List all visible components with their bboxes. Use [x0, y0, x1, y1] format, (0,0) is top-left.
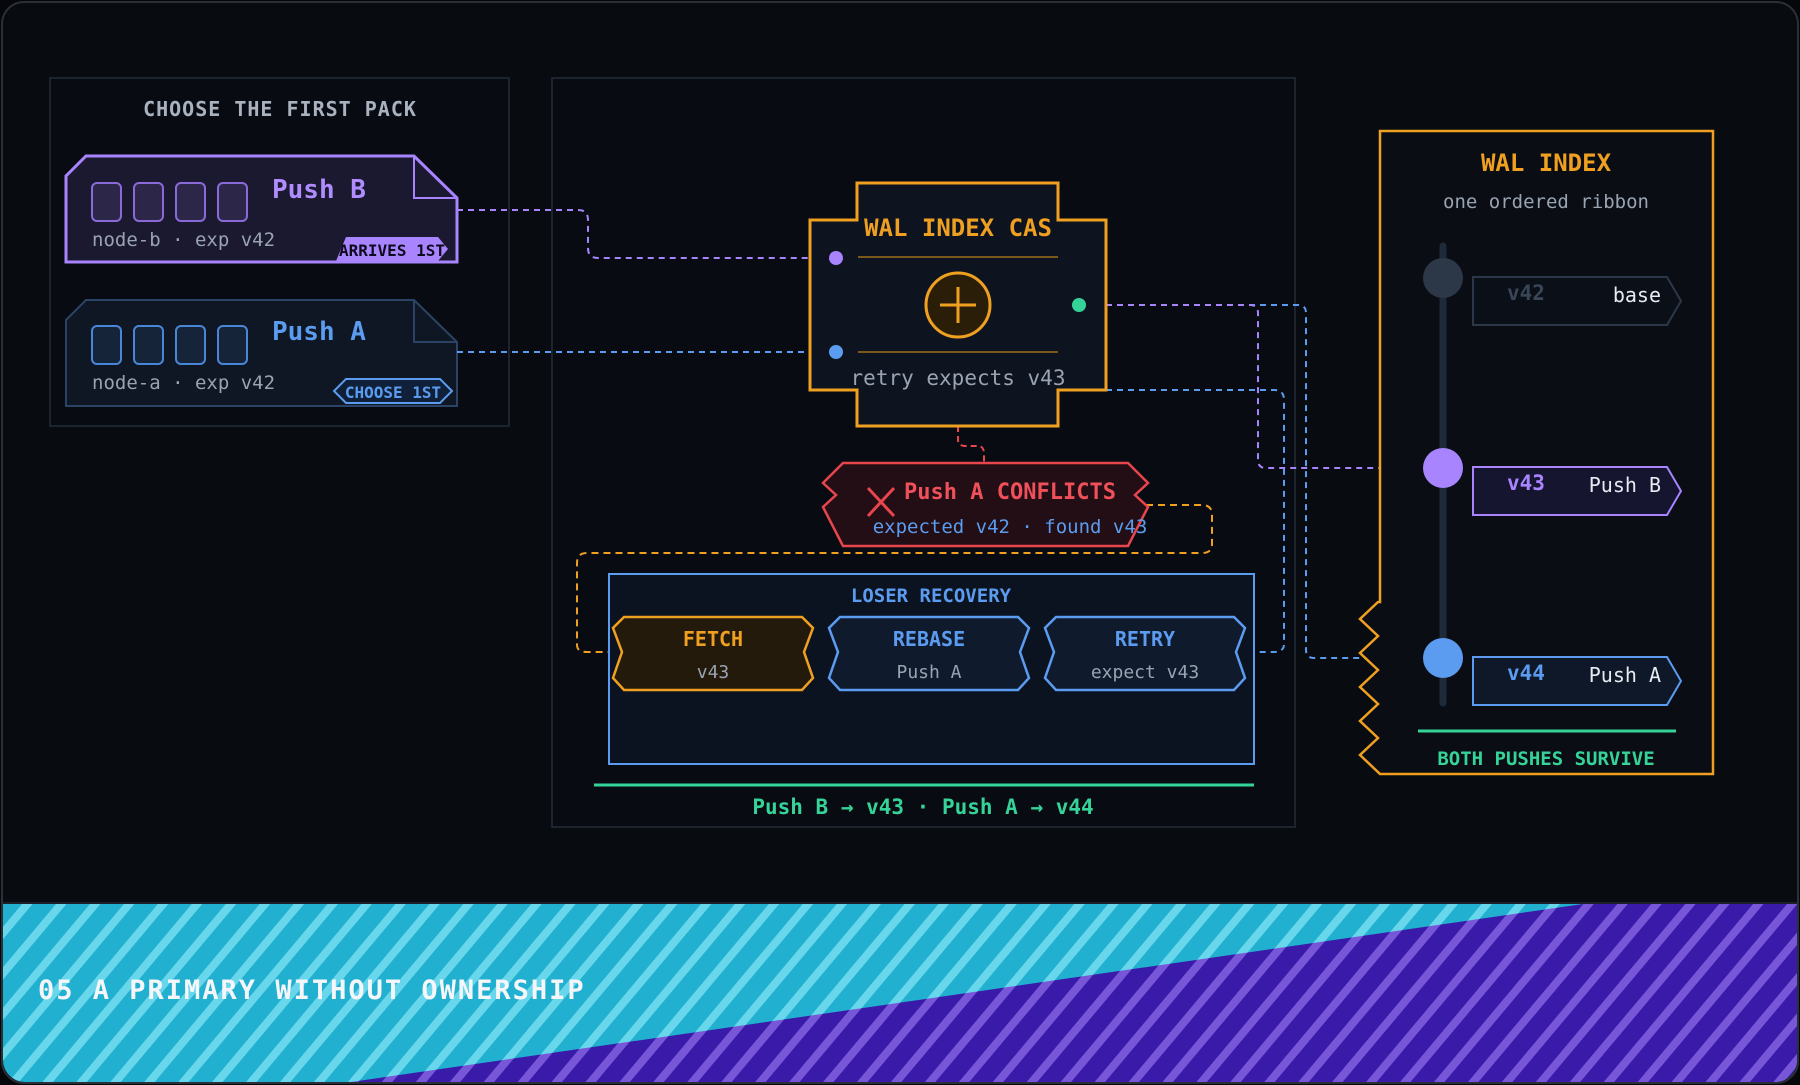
pack-block	[175, 182, 206, 222]
push-a-input-port	[829, 345, 843, 359]
push-a-conflict-node: Push A CONFLICTS expected v42 · found v4…	[821, 461, 1150, 548]
pack-block	[217, 325, 248, 365]
retry-label: RETRY	[1115, 627, 1175, 651]
pack-block	[133, 325, 164, 365]
fetch-step[interactable]: FETCH v43	[611, 615, 815, 692]
cas-to-v43-connector	[1106, 304, 1380, 469]
pack-block	[91, 182, 122, 222]
wal-index-subtitle: one ordered ribbon	[1443, 191, 1649, 213]
conflict-to-recovery-connector	[576, 504, 1213, 653]
push-b-connector	[457, 209, 812, 259]
entry-version: v42	[1507, 281, 1545, 305]
left-panel-title: CHOOSE THE FIRST PACK	[143, 97, 417, 121]
cas-to-v44-connector	[1106, 304, 1380, 659]
pack-block	[133, 182, 164, 222]
output-port	[1072, 298, 1086, 312]
entry-version: v43	[1507, 471, 1545, 495]
fetch-sub: v43	[697, 662, 730, 683]
push-a-name: Push A	[272, 317, 366, 347]
cas-title: WAL INDEX CAS	[864, 214, 1052, 242]
recovery-title: LOSER RECOVERY	[851, 585, 1012, 607]
wal-entry-v42[interactable]: v42 base	[1423, 258, 1683, 326]
recovery-result: Push B → v43 · Push A → v44	[752, 795, 1093, 819]
push-a-card[interactable]: Push A node-a · exp v42 CHOOSE 1ST	[65, 299, 458, 407]
conflict-title: Push A CONFLICTS	[904, 480, 1116, 505]
cas-to-conflict-connector	[957, 426, 985, 462]
rebase-label: REBASE	[893, 627, 965, 651]
wal-entry-v44[interactable]: v44 Push A	[1423, 638, 1683, 706]
push-b-card[interactable]: Push B node-b · exp v42 ARRIVES 1ST	[64, 154, 459, 264]
push-b-input-port	[829, 251, 843, 265]
wal-index-footer: BOTH PUSHES SURVIVE	[1437, 748, 1654, 770]
x-icon	[866, 486, 896, 518]
pack-block	[175, 325, 206, 365]
cas-caption: retry expects v43	[851, 366, 1066, 390]
entry-label: Push A	[1589, 663, 1661, 687]
push-a-meta: node-a · exp v42	[92, 372, 275, 394]
ribbon-dot	[1423, 258, 1463, 298]
ribbon-dot	[1423, 448, 1463, 488]
choose-first-badge[interactable]	[332, 378, 454, 404]
footer-banner	[3, 902, 1797, 1082]
entry-label: base	[1613, 283, 1661, 307]
fetch-label: FETCH	[683, 627, 743, 651]
wal-entry-v43[interactable]: v43 Push B	[1423, 448, 1683, 516]
push-a-badge: CHOOSE 1ST	[345, 383, 441, 402]
retry-step[interactable]: RETRY expect v43	[1043, 615, 1247, 692]
wal-index-title: WAL INDEX	[1481, 149, 1612, 177]
rebase-sub: Push A	[896, 662, 961, 683]
entry-label: Push B	[1589, 473, 1661, 497]
push-b-meta: node-b · exp v42	[92, 229, 275, 251]
entry-version: v44	[1507, 661, 1545, 685]
push-b-name: Push B	[272, 175, 366, 205]
retry-sub: expect v43	[1091, 662, 1199, 683]
ribbon-dot	[1423, 638, 1463, 678]
pack-block	[217, 182, 248, 222]
pack-block	[91, 325, 122, 365]
arrives-first-badge	[336, 237, 448, 261]
wal-index-cas-node[interactable]: WAL INDEX CAS retry expects v43	[808, 181, 1108, 428]
rebase-step[interactable]: REBASE Push A	[827, 615, 1031, 692]
banner-title: 05 A PRIMARY WITHOUT OWNERSHIP	[38, 975, 586, 1006]
conflict-detail: expected v42 · found v43	[873, 516, 1148, 538]
push-b-badge: ARRIVES 1ST	[339, 241, 445, 260]
